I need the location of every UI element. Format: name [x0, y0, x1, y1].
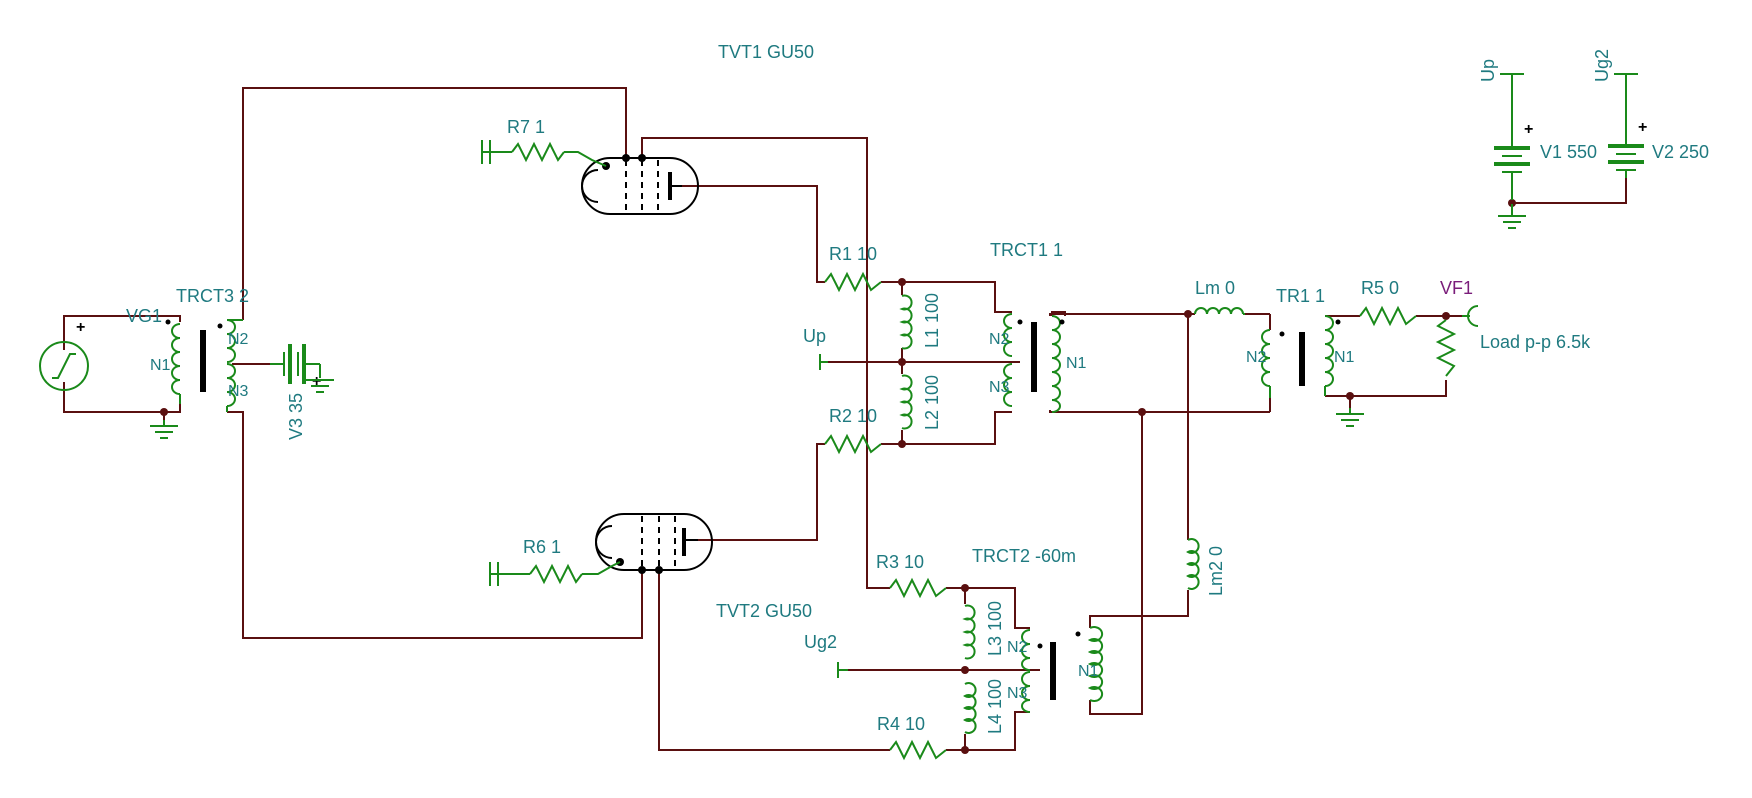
labels: TVT1 GU50 TVT2 GU50 R7 1 R6 1 R1 10 R2 1… [126, 42, 1709, 734]
label-v3: V3 35 [286, 393, 306, 440]
label-r6: R6 1 [523, 537, 561, 557]
label-vf1: VF1 [1440, 278, 1473, 298]
label-tr1-n1: N1 [1334, 349, 1355, 366]
label-l2: L2 100 [922, 375, 942, 430]
label-tr1: TR1 1 [1276, 286, 1325, 306]
label-l3: L3 100 [985, 601, 1005, 656]
tube-tvt2 [595, 513, 713, 571]
tube-tvt1 [581, 157, 699, 215]
inductor-l1 [899, 294, 913, 350]
plus-sign: + [1524, 121, 1533, 138]
label-trct1-n1: N1 [1066, 355, 1087, 372]
label-trct3-n1: N1 [150, 357, 171, 374]
label-trct1: TRCT1 1 [990, 240, 1063, 260]
signal-source-vg1: + [39, 319, 89, 391]
battery-v2: + [1608, 73, 1647, 178]
label-vg1: VG1 [126, 306, 162, 326]
label-trct2-n1: N1 [1078, 663, 1099, 680]
label-trct1-n2: N2 [989, 331, 1010, 348]
inductor-l2 [899, 374, 913, 430]
label-r3: R3 10 [876, 552, 924, 572]
label-ug2-supply: Ug2 [1592, 49, 1612, 82]
label-lm: Lm 0 [1195, 278, 1235, 298]
label-r4: R4 10 [877, 714, 925, 734]
label-up-net: Up [803, 326, 826, 346]
plus-sign: + [1638, 119, 1647, 136]
inductor-lm2 [1186, 538, 1200, 590]
label-tvt1: TVT1 GU50 [718, 42, 814, 62]
label-trct3: TRCT3 2 [176, 286, 249, 306]
label-tvt2: TVT2 GU50 [716, 601, 812, 621]
label-r7: R7 1 [507, 117, 545, 137]
inductor-l4 [963, 682, 977, 734]
plus-sign: + [312, 373, 321, 390]
resistor-r4 [889, 739, 947, 761]
label-lm2: Lm2 0 [1206, 546, 1226, 596]
label-ug2-net: Ug2 [804, 632, 837, 652]
resistor-r3 [889, 577, 947, 599]
label-trct1-n3: N3 [989, 379, 1010, 396]
label-up-supply: Up [1478, 59, 1498, 82]
resistor-r5 [1359, 305, 1417, 327]
wires [63, 87, 1627, 751]
transformer-trct2 [1021, 626, 1104, 713]
resistor-r6 [505, 561, 621, 585]
battery-v1: + [1494, 73, 1533, 200]
label-trct3-n3: N3 [228, 383, 249, 400]
label-trct2-n2: N2 [1007, 639, 1028, 656]
resistor-r2 [824, 433, 882, 455]
resistor-r1 [824, 271, 882, 293]
plus-sign: + [76, 319, 85, 336]
transformer-trct3 [165, 319, 243, 412]
label-l1: L1 100 [922, 293, 942, 348]
label-v1: V1 550 [1540, 142, 1597, 162]
transformer-tr1 [1261, 315, 1341, 398]
battery-v3: + [270, 344, 321, 390]
label-trct2: TRCT2 -60m [972, 546, 1076, 566]
inductor-l3 [962, 604, 976, 660]
label-trct3-n2: N2 [228, 331, 249, 348]
resistor-load [1435, 319, 1457, 377]
label-trct2-n3: N3 [1007, 685, 1028, 702]
resistor-r7 [490, 141, 607, 167]
label-v2: V2 250 [1652, 142, 1709, 162]
ground-symbols [150, 140, 1526, 678]
inductor-lm [1194, 307, 1245, 315]
label-r5: R5 0 [1361, 278, 1399, 298]
label-r2: R2 10 [829, 406, 877, 426]
transformer-trct1 [1003, 313, 1065, 413]
label-r1: R1 10 [829, 244, 877, 264]
label-load: Load p-p 6.5k [1480, 332, 1591, 352]
label-tr1-n2: N2 [1246, 349, 1267, 366]
label-l4: L4 100 [985, 679, 1005, 734]
